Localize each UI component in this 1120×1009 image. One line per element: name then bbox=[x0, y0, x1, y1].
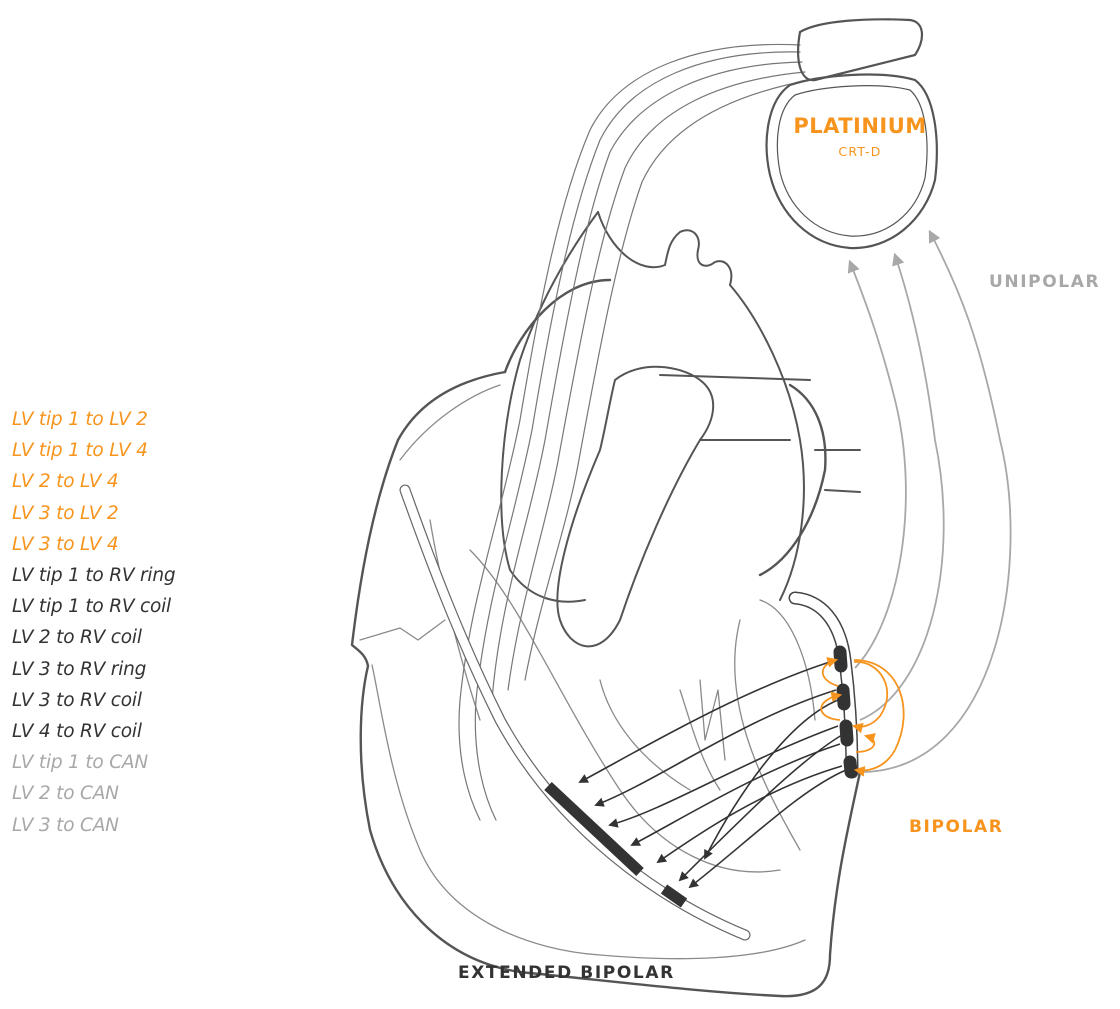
unipolar-arrows bbox=[850, 232, 1011, 772]
vector-item: LV 3 to LV 4 bbox=[12, 529, 175, 560]
device-model: CRT-D bbox=[790, 144, 930, 159]
extended-arrow-2 bbox=[596, 690, 836, 805]
pacing-vector-list: LV tip 1 to LV 2 LV tip 1 to LV 4 LV 2 t… bbox=[12, 404, 175, 841]
extended-bipolar-label: EXTENDED BIPOLAR bbox=[458, 963, 675, 983]
rv-electrode-1 bbox=[840, 652, 841, 666]
great-vessels bbox=[501, 212, 860, 646]
rv-tip-electrode bbox=[850, 762, 851, 772]
vector-item: LV 3 to CAN bbox=[12, 810, 175, 841]
lv-lead bbox=[405, 490, 745, 935]
vector-item: LV 2 to LV 4 bbox=[12, 466, 175, 497]
unipolar-arrow-1 bbox=[850, 262, 906, 668]
vector-item: LV tip 1 to LV 2 bbox=[12, 404, 175, 435]
unipolar-label: UNIPOLAR bbox=[989, 272, 1100, 292]
vector-item: LV 2 to RV coil bbox=[12, 622, 175, 653]
extended-arrow-5 bbox=[658, 766, 842, 862]
vector-item: LV tip 1 to RV coil bbox=[12, 591, 175, 622]
bipolar-label: BIPOLAR bbox=[909, 817, 1003, 837]
vector-item: LV tip 1 to RV ring bbox=[12, 560, 175, 591]
bipolar-arrow-5 bbox=[856, 736, 874, 752]
extended-arrow-1 bbox=[580, 660, 836, 782]
extended-arrow-3 bbox=[610, 726, 838, 825]
bipolar-arrows bbox=[821, 660, 903, 770]
lead-bundle bbox=[459, 44, 810, 820]
vector-item: LV 3 to LV 2 bbox=[12, 498, 175, 529]
extended-arrow-7 bbox=[680, 735, 842, 880]
extended-arrow-8 bbox=[690, 770, 846, 887]
extended-arrow-6 bbox=[705, 700, 838, 858]
unipolar-arrow-3 bbox=[862, 232, 1011, 772]
bipolar-arrow-4 bbox=[854, 660, 904, 770]
vector-item: LV 3 to RV ring bbox=[12, 654, 175, 685]
lv-electrodes bbox=[548, 786, 684, 903]
rv-electrode-2 bbox=[843, 690, 844, 704]
vector-item: LV tip 1 to LV 4 bbox=[12, 435, 175, 466]
rv-electrode-3 bbox=[846, 726, 847, 740]
device-name: PLATINIUM bbox=[790, 114, 930, 138]
vector-item: LV tip 1 to CAN bbox=[12, 747, 175, 778]
vector-item: LV 4 to RV coil bbox=[12, 716, 175, 747]
vector-item: LV 3 to RV coil bbox=[12, 685, 175, 716]
vector-item: LV 2 to CAN bbox=[12, 778, 175, 809]
bipolar-arrow-2 bbox=[854, 662, 887, 727]
heart-inner-lines bbox=[360, 385, 815, 959]
